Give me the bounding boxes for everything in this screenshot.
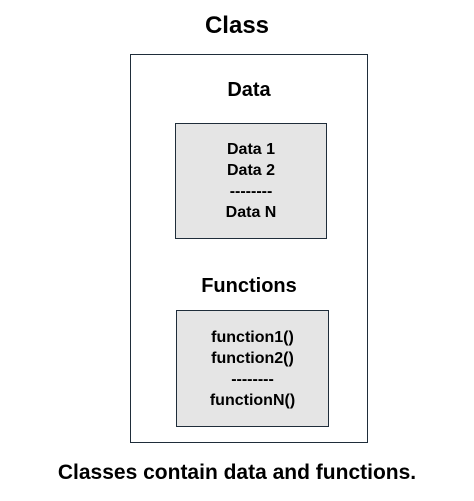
- data-item: Data 1: [226, 141, 276, 158]
- functions-ellipsis: --------: [231, 370, 274, 388]
- function-item: function1(): [211, 328, 294, 346]
- class-box: Data Data 1 Data 2 -------- Data N Funct…: [130, 54, 368, 443]
- function-item: function2(): [211, 349, 294, 367]
- data-box: Data 1 Data 2 -------- Data N: [175, 123, 327, 239]
- functions-box: function1() function2() -------- functio…: [176, 310, 329, 427]
- data-item: Data N: [225, 204, 277, 221]
- data-ellipsis: --------: [229, 183, 273, 200]
- data-section-label: Data: [227, 79, 271, 101]
- data-item: Data 2: [226, 162, 276, 179]
- class-title: Class: [204, 12, 270, 39]
- function-item: functionN(): [209, 391, 296, 409]
- diagram-caption: Classes contain data and functions.: [57, 461, 417, 484]
- functions-section-label: Functions: [201, 275, 297, 297]
